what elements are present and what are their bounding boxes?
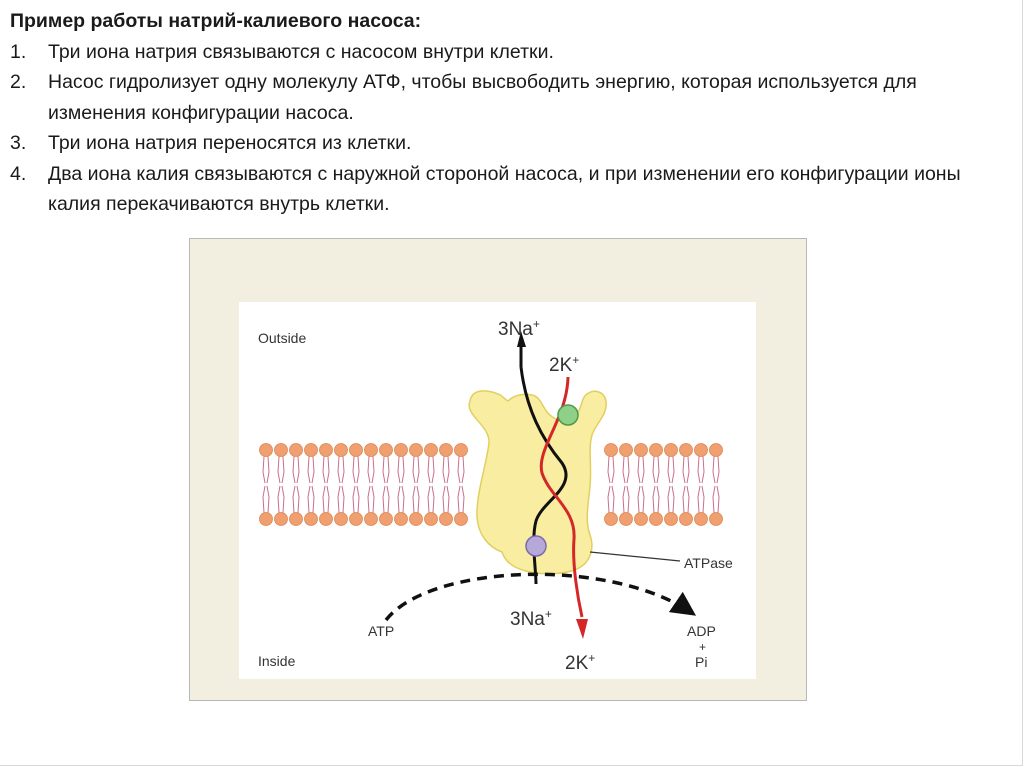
lipid-head (305, 513, 318, 526)
sodium-potassium-pump-figure: Outside Inside 3Na+ 2K+ 3Na+ 2K+ ATPase … (189, 238, 807, 701)
lipid-head (290, 444, 303, 457)
lipid-head (635, 513, 648, 526)
lipid-head (455, 444, 468, 457)
lipid-head (665, 444, 678, 457)
lipid-head (635, 444, 648, 457)
lipid-head (350, 444, 363, 457)
lipid-head (425, 513, 438, 526)
lipid-head (665, 513, 678, 526)
atpase-label: ATPase (684, 555, 733, 571)
atp-label: ATP (368, 623, 394, 639)
lipid-head (425, 444, 438, 457)
outside-label: Outside (258, 330, 306, 346)
lipid-head (275, 444, 288, 457)
lipid-head (365, 513, 378, 526)
step-number: 2. (10, 67, 26, 98)
lipid-head (605, 444, 618, 457)
lipid-head (455, 513, 468, 526)
lipid-head (290, 513, 303, 526)
lipid-head (305, 444, 318, 457)
step-number: 1. (10, 37, 26, 68)
lipid-head (695, 513, 708, 526)
lipid-head (320, 444, 333, 457)
steps-list: 1. Три иона натрия связываются с насосом … (10, 37, 1000, 220)
lipid-head (710, 513, 723, 526)
lipid-head (260, 513, 273, 526)
step-text: Насос гидролизует одну молекулу АТФ, что… (48, 71, 917, 124)
slide-text: Пример работы натрий-калиевого насоса: 1… (10, 6, 1000, 220)
slide-title: Пример работы натрий-калиевого насоса: (10, 6, 1000, 37)
lipid-head (410, 444, 423, 457)
lipid-head (440, 444, 453, 457)
step-item: 2. Насос гидролизует одну молекулу АТФ, ч… (10, 67, 1000, 128)
lipid-head (620, 513, 633, 526)
step-number: 4. (10, 159, 26, 190)
lipid-head (395, 444, 408, 457)
sodium-ion (526, 536, 546, 556)
step-text: Два иона калия связываются с наружной ст… (48, 163, 961, 216)
lipid-head (710, 444, 723, 457)
lipid-head (680, 444, 693, 457)
lipid-head (260, 444, 273, 457)
pump-diagram: Outside Inside 3Na+ 2K+ 3Na+ 2K+ ATPase … (190, 239, 808, 702)
lipid-head (380, 444, 393, 457)
lipid-head (395, 513, 408, 526)
lipid-head (605, 513, 618, 526)
lipid-head (335, 444, 348, 457)
lipid-head (350, 513, 363, 526)
step-item: 4. Два иона калия связываются с наружной … (10, 159, 1000, 220)
lipid-head (620, 444, 633, 457)
lipid-head (335, 513, 348, 526)
lipid-head (650, 513, 663, 526)
inside-label: Inside (258, 653, 296, 669)
lipid-head (320, 513, 333, 526)
plus-label: + (699, 640, 706, 654)
lipid-head (365, 444, 378, 457)
lipid-head (380, 513, 393, 526)
adp-label: ADP (687, 623, 716, 639)
step-text: Три иона натрия переносятся из клетки. (48, 132, 411, 154)
step-item: 1. Три иона натрия связываются с насосом … (10, 37, 1000, 68)
step-item: 3. Три иона натрия переносятся из клетки. (10, 128, 1000, 159)
step-number: 3. (10, 128, 26, 159)
potassium-ion (558, 405, 578, 425)
lipid-head (695, 444, 708, 457)
lipid-head (650, 444, 663, 457)
lipid-head (440, 513, 453, 526)
lipid-head (275, 513, 288, 526)
step-text: Три иона натрия связываются с насосом вн… (48, 41, 554, 63)
pi-label: Pi (695, 654, 707, 670)
lipid-head (680, 513, 693, 526)
lipid-head (410, 513, 423, 526)
